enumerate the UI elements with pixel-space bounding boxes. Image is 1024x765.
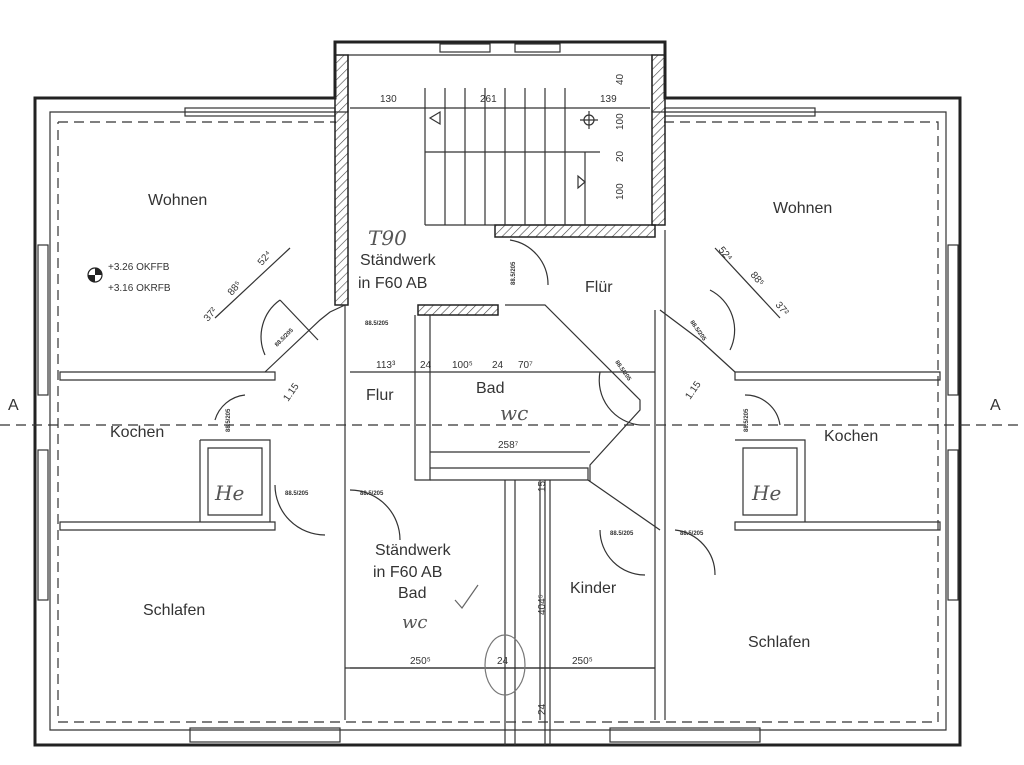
level-text-okffb: +3.26 OKFFB <box>108 262 170 273</box>
dim-130: 130 <box>380 94 397 105</box>
door-label: 88.5/205 <box>360 491 384 497</box>
level-marker-fill <box>88 268 102 282</box>
dim-258: 258⁷ <box>498 440 519 451</box>
stair-wall-bottom <box>494 224 656 238</box>
doors <box>214 239 781 576</box>
dim-250a: 250⁵ <box>410 656 431 667</box>
flur-wall-hatch <box>417 304 499 316</box>
door-label: 88.5/205 <box>511 261 517 285</box>
room-label-kinder: Kinder <box>570 580 617 597</box>
dim-15: 15 <box>537 480 548 492</box>
door-label: 88.5/205 <box>680 531 704 537</box>
room-label-wohnen-right: Wohnen <box>773 200 832 217</box>
door-label: 88.5/205 <box>285 491 309 497</box>
room-label-bad-center: Bad <box>476 380 504 397</box>
dim-115a: 1.15 <box>281 381 301 404</box>
dim-40: 40 <box>615 73 626 85</box>
door-label: 88.5/205 <box>226 408 232 432</box>
dim-37a: 37² <box>202 305 220 324</box>
room-label-kochen-right: Kochen <box>824 428 878 445</box>
stair-wall-left <box>334 54 349 306</box>
note-staenderwerk-top-2: in F60 AB <box>358 275 427 292</box>
note-staenderwerk-bottom-1: Ständwerk <box>375 542 452 559</box>
dim-70: 70⁷ <box>518 360 533 371</box>
room-label-schlafen-left: Schlafen <box>143 602 205 619</box>
dim-37b: 37² <box>773 300 791 319</box>
door-label: 88.5/205 <box>613 360 632 383</box>
dim-100: 100⁵ <box>452 360 473 371</box>
door-labels: 88.5/205 88.5/205 88.5/205 88.5/205 88.5… <box>226 261 750 537</box>
dim-24d: 24 <box>537 703 548 715</box>
handwriting-wc-2: wc <box>402 612 428 633</box>
dim-24a: 24 <box>420 360 432 371</box>
dim-100a: 100 <box>615 113 626 130</box>
handwritten-check <box>454 584 479 609</box>
door-label: 88.5/205 <box>610 531 634 537</box>
handwritten-circle <box>484 634 526 696</box>
staircase <box>350 88 650 226</box>
room-label-wohnen-left: Wohnen <box>148 192 207 209</box>
windows <box>37 43 959 743</box>
dim-113: 113³ <box>376 360 396 371</box>
dim-404: 404⁵ <box>537 594 548 615</box>
room-label-flur-left: Flur <box>366 387 394 404</box>
handwriting-wc-1: wc <box>500 401 528 425</box>
handwriting-he-right: He <box>751 481 781 505</box>
door-label: 88.5/205 <box>688 320 707 343</box>
dim-115b: 1.15 <box>683 379 703 402</box>
note-staenderwerk-bottom-2: in F60 AB <box>373 564 442 581</box>
door-label: 88.5/205 <box>744 408 750 432</box>
handwriting-t90: T90 <box>368 226 407 250</box>
dim-24b: 24 <box>492 360 504 371</box>
dimension-lines <box>214 247 781 720</box>
dim-52b: 52⁴ <box>716 245 734 264</box>
dim-139: 139 <box>600 94 617 105</box>
dim-20: 20 <box>615 150 626 162</box>
dim-250b: 250⁵ <box>572 656 593 667</box>
dim-261: 261 <box>480 94 497 105</box>
dim-885a: 88⁵ <box>226 279 244 298</box>
door-label: 88.5/205 <box>274 327 295 348</box>
room-label-bad-lower: Bad <box>398 585 426 602</box>
insulation-dashed-line <box>57 121 939 723</box>
section-mark-left: A <box>8 397 19 414</box>
room-label-flur-right: Flür <box>585 279 613 296</box>
door-label: 88.5/205 <box>365 321 389 327</box>
stair-wall-right <box>651 54 666 226</box>
handwriting-he-left: He <box>214 481 244 505</box>
section-mark-right: A <box>990 397 1001 414</box>
dim-100b: 100 <box>615 183 626 200</box>
level-text-okrfb: +3.16 OKRFB <box>108 283 171 294</box>
note-staenderwerk-top-1: Ständwerk <box>360 252 437 269</box>
room-label-schlafen-right: Schlafen <box>748 634 810 651</box>
room-label-kochen-left: Kochen <box>110 424 164 441</box>
dim-24c: 24 <box>497 656 509 667</box>
